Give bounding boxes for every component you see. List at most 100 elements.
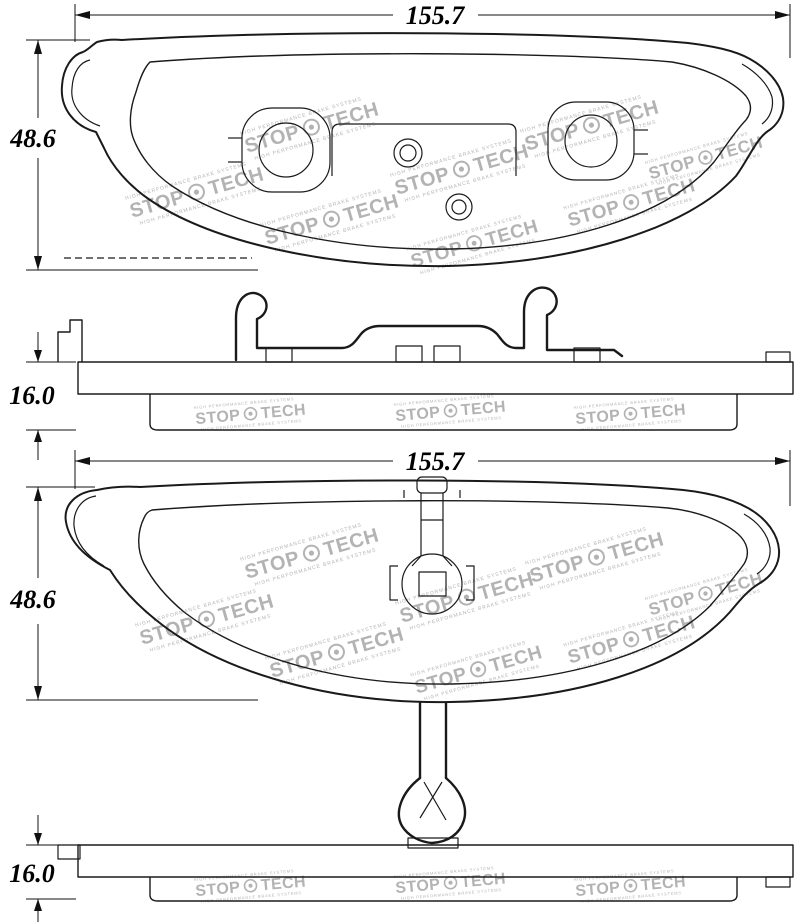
dim-arrow-up: [34, 40, 42, 54]
watermark-layer: HIGH PERFORMANCE BRAKE SYSTEMSSTOPTECHHI…: [125, 94, 765, 904]
watermark-stop-text: STOP: [575, 879, 621, 900]
dim-arrow-up: [34, 899, 42, 911]
stoptech-watermark: HIGH PERFORMANCE BRAKE SYSTEMSSTOPTECHHI…: [240, 96, 382, 162]
watermark-tech-text: TECH: [260, 874, 306, 895]
gear-icon-center: [703, 591, 708, 596]
watermark-tech-text: TECH: [640, 874, 686, 895]
pad1-width-label: 155.7: [406, 1, 466, 30]
gear-icon-center: [628, 411, 633, 416]
pad2-clip-flare: [411, 555, 422, 567]
gear-icon-center: [471, 240, 477, 246]
pad1-left-lug: [228, 107, 331, 193]
dim-arrow-down: [34, 833, 42, 845]
pad1-side-clip-tab: [573, 347, 601, 363]
pad2-width-dimension: 155.7: [74, 447, 791, 506]
stoptech-watermark: HIGH PERFORMANCE BRAKE SYSTEMSSTOPTECHHI…: [525, 526, 667, 592]
pad2-clip-loop: [397, 776, 467, 845]
pad1-thickness-dimension: 16.0: [9, 332, 76, 460]
gear-icon: [187, 183, 205, 201]
gear-icon: [302, 544, 320, 562]
gear-icon-center: [458, 166, 465, 172]
gear-icon: [466, 235, 483, 252]
stoptech-watermark: HIGH PERFORMANCE BRAKE SYSTEMSSTOPTECHHI…: [410, 640, 545, 703]
gear-icon: [470, 661, 487, 678]
pad1-thickness-label: 16.0: [9, 381, 55, 410]
stoptech-watermark: HIGH PERFORMANCE BRAKE SYSTEMSSTOPTECHHI…: [644, 567, 765, 623]
gear-icon-center: [463, 594, 470, 600]
gear-icon: [243, 878, 258, 893]
pad1-side-clip-tab: [265, 347, 293, 363]
stoptech-watermark: HIGH PERFORMANCE BRAKE SYSTEMSSTOPTECHHI…: [520, 94, 662, 160]
pad1-side-clip-tab: [433, 345, 461, 363]
watermark-tech-text: TECH: [460, 871, 506, 892]
pad2-clip-cap: [416, 476, 448, 494]
pad1-center-band: [331, 123, 517, 176]
pad2-boss-bracket-left: [389, 565, 398, 601]
stoptech-watermark: HIGH PERFORMANCE BRAKE SYSTEMSSTOPTECHHI…: [395, 566, 537, 632]
stoptech-watermark: HIGH PERFORMANCE BRAKE SYSTEMSSTOPTECHHI…: [260, 188, 402, 254]
gear-icon: [623, 194, 640, 211]
pad2-side-backplate: [77, 844, 794, 878]
pad2-side-friction: [149, 877, 738, 902]
dim-arrow-right: [775, 457, 790, 465]
stoptech-watermark: HIGH PERFORMANCE BRAKE SYSTEMSSTOPTECHHI…: [265, 621, 407, 687]
gear-icon-center: [628, 883, 633, 888]
watermark-stop-text: STOP: [395, 876, 441, 897]
pad1-bolt-hole-1: [393, 138, 423, 168]
pad2-friction-outline: [138, 500, 749, 685]
pad1-left-lug-outline: [241, 107, 331, 193]
pad2-left-ear-inner-line: [73, 495, 105, 567]
watermark-stop-text: STOP: [195, 407, 241, 428]
pad1-friction-outline: [129, 53, 752, 250]
stoptech-watermark: HIGH PERFORMANCE BRAKE SYSTEMSSTOPTECHHI…: [125, 161, 267, 227]
pad1-right-lug-hole: [564, 114, 618, 168]
gear-icon-center: [248, 883, 253, 888]
gear-icon-center: [475, 666, 481, 672]
watermark-tech-text: TECH: [460, 399, 506, 420]
gear-icon-center: [333, 649, 340, 655]
pad1-retaining-spring: [234, 286, 624, 362]
pad2-height-dimension: 48.6: [9, 486, 258, 701]
gear-icon-center: [593, 554, 600, 560]
pad1-right-ear-inner-line: [741, 63, 774, 125]
dim-arrow-down: [34, 350, 42, 362]
gear-icon: [698, 586, 713, 601]
pad2-hold-down-clip: [397, 701, 467, 849]
gear-icon-center: [448, 880, 453, 885]
pad1-height-label: 48.6: [9, 124, 56, 153]
pad2-height-label: 48.6: [9, 585, 56, 614]
gear-icon-center: [308, 550, 315, 556]
pad2-boss-bracket-right: [466, 565, 475, 601]
pad2-clip-spring-line: [423, 781, 447, 821]
gear-icon-center: [448, 408, 453, 413]
dim-arrow-down: [34, 256, 42, 270]
dim-arrow-up: [34, 430, 42, 442]
pad2-width-label: 155.7: [406, 447, 466, 476]
pad2-outer-outline: [64, 479, 781, 704]
pad1-left-lug-hole: [258, 122, 314, 178]
gear-icon: [623, 631, 640, 648]
pad2-boss-inner: [418, 571, 447, 597]
stoptech-watermark: HIGH PERFORMANCE BRAKE SYSTEMSSTOPTECHHI…: [563, 610, 698, 673]
pad2-plan-view: [64, 476, 781, 704]
pad1-side-view: [57, 286, 794, 431]
gear-icon: [443, 403, 458, 418]
pad1-left-ear-inner-line: [71, 59, 101, 127]
pad2-thickness-label: 16.0: [9, 859, 55, 888]
gear-icon-center: [203, 616, 210, 622]
gear-icon-center: [628, 636, 634, 642]
gear-icon-center: [588, 122, 595, 128]
gear-icon: [623, 878, 638, 893]
pad1-center-fasteners: [331, 123, 517, 221]
pad1-plan-view: [60, 32, 785, 268]
gear-icon: [197, 610, 215, 628]
watermark-tech-text: TECH: [640, 402, 686, 423]
gear-icon-center: [193, 189, 200, 195]
gear-icon-center: [308, 124, 315, 130]
